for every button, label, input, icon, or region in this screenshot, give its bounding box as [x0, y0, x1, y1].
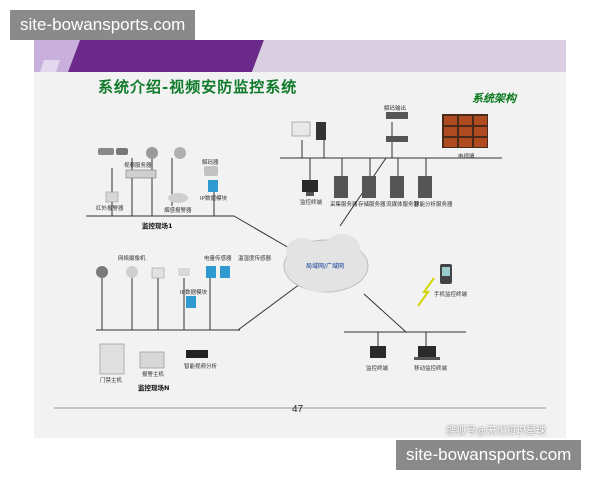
label-collect-server: 采集服务器 [330, 200, 358, 208]
access-control-icon [99, 343, 125, 375]
video-server-icon [125, 169, 157, 179]
server-rack-icon [334, 176, 432, 198]
presentation-slide: 系统介绍-视频安防监控系统 系统架构 [34, 40, 566, 438]
ir-alarm-icon [105, 191, 119, 203]
page-number: 47 [292, 404, 304, 415]
site1-title: 监控现场1 [142, 221, 173, 230]
label-remote-monitor: 监控终端 [366, 364, 389, 372]
decoder-icon [204, 166, 218, 176]
label-access-host: 门禁主机 [100, 376, 123, 384]
network-camera-icon [96, 266, 190, 279]
label-phone: 手机监控终端 [434, 290, 468, 298]
label-mobile-terminal: 移动监控终端 [414, 364, 448, 372]
monitor-terminal-icon [302, 180, 318, 196]
label-codec: 解码输出 [384, 104, 406, 112]
label-ir-alarm: 红外报警器 [96, 204, 124, 212]
label-smoke-alarm: 烟感报警器 [164, 206, 192, 214]
decoder-output-icon [386, 112, 408, 142]
label-power-sensor: 电量传感器 [204, 254, 232, 262]
slide-title: 系统介绍-视频安防监控系统 [98, 78, 298, 96]
slide-header-band [34, 40, 566, 72]
network-diagram: 视频服务器 解码器 IP数据模块 红外报警器 烟感报警器 监控现场1 解码输出 … [54, 104, 546, 409]
tv-wall-icon [442, 114, 488, 148]
label-temp-sensor: 温湿度传感器 [238, 254, 272, 262]
label-alarm-host: 报警主机 [142, 370, 165, 378]
sensor-icon [186, 266, 230, 308]
wireless-signal-icon [417, 277, 435, 307]
source-credit: 搜狐号@无忧知识星球 [446, 426, 546, 437]
video-analyzer-icon [186, 350, 208, 358]
phone-icon [440, 264, 452, 284]
label-network-camera: 网络摄像机 [118, 254, 146, 262]
label-decoder: 解码器 [202, 158, 219, 166]
ip-module-icon [208, 180, 218, 192]
label-stream-server: 流媒体服务器 [386, 200, 420, 208]
smoke-alarm-icon [168, 193, 188, 203]
label-ip-module-1: IP数据模块 [200, 194, 227, 202]
dome-camera-icon [146, 147, 186, 159]
architecture-label: 系统架构 [472, 92, 516, 105]
alarm-host-icon [139, 351, 165, 369]
connection-lines [86, 122, 502, 346]
surveillance-workstation-icon [291, 121, 326, 140]
watermark-bottom: site-bowansports.com [396, 440, 582, 470]
label-tv-wall: 电视墙 [458, 152, 475, 160]
label-video-server: 视频服务器 [124, 161, 152, 169]
watermark-top: site-bowansports.com [10, 10, 196, 40]
surveillance-camera-icon [98, 148, 128, 155]
cloud-label: 局域网/广域网 [306, 262, 344, 270]
remote-monitor-icon [370, 346, 440, 360]
label-store-server: 存储服务器 [358, 200, 386, 208]
label-analysis-server: 智能分析服务器 [414, 200, 453, 208]
label-ip-module-n: IP数据模块 [180, 288, 207, 296]
label-smart-analysis: 智能视频分析 [184, 362, 218, 370]
siteN-title: 监控现场N [138, 383, 169, 392]
label-monitor-terminal: 监控终端 [300, 198, 323, 206]
cloud-icon [283, 234, 369, 293]
